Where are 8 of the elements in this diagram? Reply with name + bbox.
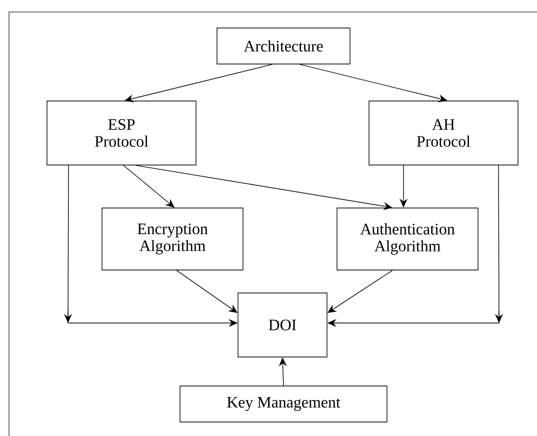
process-box: DOI <box>238 292 328 358</box>
arrow <box>299 64 448 102</box>
process-box: Architecture <box>216 28 350 64</box>
process-box: AH Protocol <box>368 100 518 166</box>
process-box: Key Management <box>180 386 388 422</box>
process-box: Authentication Algorithm <box>336 208 478 270</box>
process-box: ESP Protocol <box>46 100 196 166</box>
process-box: Encryption Algorithm <box>102 208 244 270</box>
